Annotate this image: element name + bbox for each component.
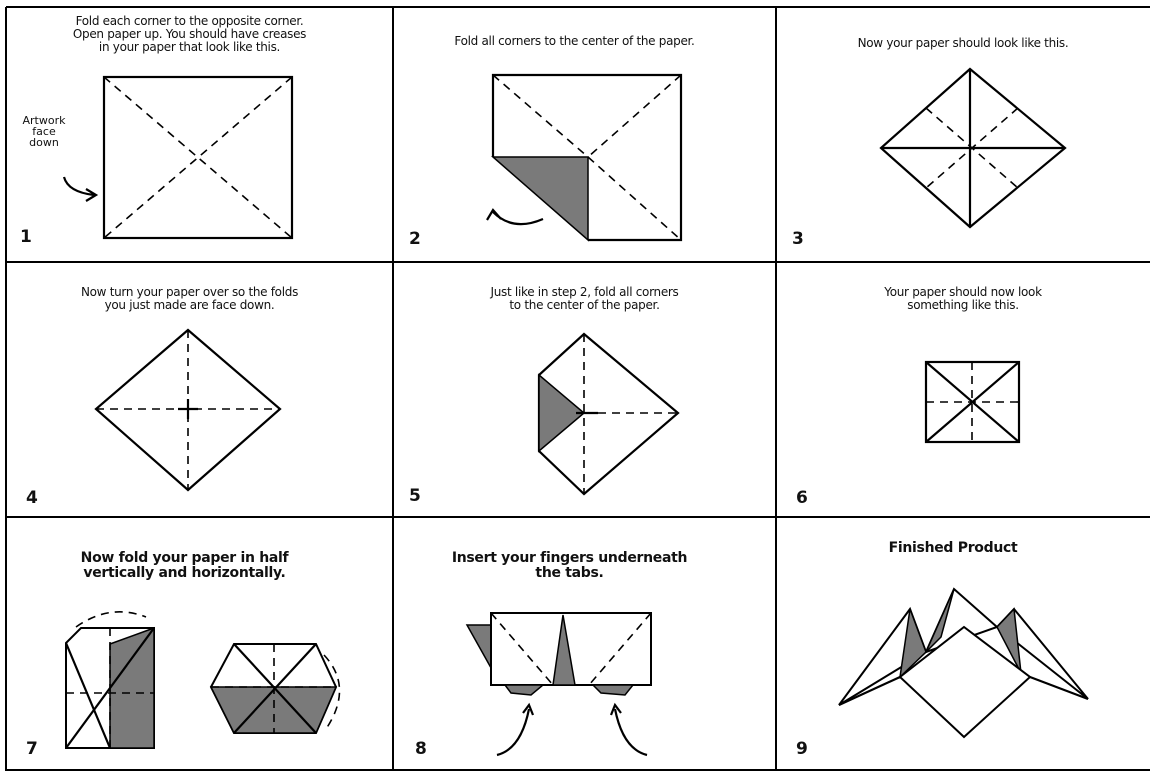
- step-7-illustration: [64, 611, 341, 749]
- step-9-number: 9: [796, 739, 808, 759]
- crease: [490, 612, 554, 686]
- step-4-illustration: [94, 328, 282, 492]
- step-6-caption: Your paper should now look something lik…: [884, 285, 1042, 312]
- step-1-caption: Fold each corner to the opposite corner.…: [72, 14, 307, 54]
- fold-direction-arrow: [323, 654, 341, 730]
- arrowhead: [522, 702, 535, 716]
- petal-shade: [996, 607, 1022, 674]
- vertical-fold-shade: [109, 626, 155, 749]
- step-4-number: 4: [26, 488, 38, 508]
- step-5-caption: Just like in step 2, fold all corners to…: [490, 285, 679, 312]
- step-9-caption: Finished Product: [888, 540, 1018, 556]
- step-5-number: 5: [409, 486, 421, 506]
- petal-shade: [925, 588, 955, 653]
- diagonal-crease: [492, 74, 589, 158]
- folded-corner-flap: [491, 156, 589, 242]
- bottom-tab: [503, 684, 546, 696]
- artwork-face-down-label: Artwork face down: [22, 114, 66, 149]
- step-4-caption: Now turn your paper over so the folds yo…: [80, 285, 299, 312]
- step-2-panel: Fold all corners to the center of the pa…: [393, 7, 776, 262]
- square-paper: [102, 75, 294, 240]
- step-6-number: 6: [796, 488, 808, 508]
- step-3-caption: Now your paper should look like this.: [857, 36, 1069, 50]
- step-1-number: 1: [20, 227, 32, 247]
- step-8-number: 8: [415, 739, 427, 759]
- step-4-panel: Now turn your paper over so the folds yo…: [6, 262, 393, 517]
- folded-corner-flap: [538, 373, 586, 453]
- finger-arrow-right: [613, 708, 648, 757]
- center-tab: [552, 614, 576, 686]
- crease: [588, 612, 652, 686]
- diagonal-crease: [587, 156, 682, 241]
- step-5-panel: Just like in step 2, fold all corners to…: [393, 262, 776, 517]
- step-3-illustration: [879, 67, 1067, 229]
- step-2-caption: Fold all corners to the center of the pa…: [454, 34, 695, 48]
- crease: [925, 107, 1019, 189]
- finger-arrow-left: [496, 708, 531, 757]
- step-9-panel: Finished Product 9: [776, 517, 1150, 771]
- step-7-panel: Now fold your paper in half vertically a…: [6, 517, 393, 771]
- step-8-caption: Insert your fingers underneath the tabs.: [451, 550, 688, 581]
- fold-edge: [838, 676, 901, 706]
- fold-edge: [1029, 675, 1089, 701]
- step-2-illustration: [486, 73, 683, 242]
- diagonal-crease: [587, 74, 682, 158]
- bottom-tab: [591, 684, 635, 696]
- step-2-number: 2: [409, 229, 421, 249]
- fold-edge: [233, 643, 317, 734]
- step-5-illustration: [537, 332, 680, 496]
- petal-shade: [898, 608, 927, 680]
- step-3-panel: Now your paper should look like this. 3: [776, 7, 1150, 262]
- finished-fortune-teller: [838, 587, 1089, 739]
- step-3-number: 3: [792, 229, 804, 249]
- fold-direction-arrow: [75, 611, 147, 628]
- step-6-panel: Your paper should now look something lik…: [776, 262, 1150, 517]
- pointer-arrow: [62, 176, 95, 197]
- step-7-number: 7: [26, 739, 38, 759]
- arrowhead: [85, 188, 99, 202]
- diamond-paper: [537, 332, 680, 496]
- step-8-panel: Insert your fingers underneath the tabs.…: [393, 517, 776, 771]
- arrowhead: [486, 208, 502, 221]
- fold-edge: [64, 642, 112, 749]
- step-8-illustration: [465, 612, 652, 757]
- step-6-illustration: [924, 360, 1021, 444]
- step-1-panel: Fold each corner to the opposite corner.…: [6, 7, 393, 262]
- step-1-illustration: [62, 75, 294, 240]
- step-7-caption: Now fold your paper in half vertically a…: [80, 550, 289, 581]
- arrowhead: [609, 702, 622, 716]
